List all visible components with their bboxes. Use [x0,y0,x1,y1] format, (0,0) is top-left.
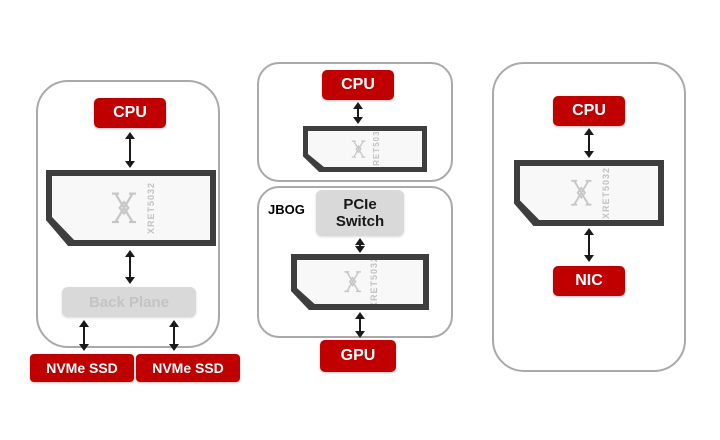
jbog-label: JBOG [268,202,305,217]
nvme-ssd-badge-2: NVMe SSD [136,354,240,382]
xret-logo-icon [571,180,592,206]
retimer-model-label: XRET5032 [145,181,156,235]
retimer-card-face: XRET5032 [52,176,210,240]
gpu-badge: GPU [320,340,396,372]
retimer-model-label: XRET5032 [372,125,382,173]
cpu-badge-right: CPU [553,96,625,126]
nvme-ssd-badge-1: NVMe SSD [30,354,134,382]
retimer-card-face: XRET5032 [308,131,422,167]
arrow-cpu-retimer-left [124,132,136,168]
pcie-switch-box: PCIe Switch [316,190,404,236]
retimer-card-face: XRET5032 [297,260,423,304]
retimer-card-middle-bottom: XRET5032 [291,254,429,310]
arrow-retimer-nic [583,228,595,262]
arrow-switch-retimer [354,238,366,253]
retimer-model-label: XRET5032 [369,255,380,309]
cpu-badge-left: CPU [94,98,166,128]
arrow-backplane-ssd1 [78,320,90,351]
retimer-card-face: XRET5032 [520,166,658,220]
backplane-box: Back Plane [62,287,196,317]
retimer-card-middle-top: XRET5032 [303,126,427,172]
retimer-card-right: XRET5032 [514,160,664,226]
xret-logo-icon [351,140,366,158]
cpu-badge-middle: CPU [322,70,394,100]
arrow-cpu-retimer-right [583,128,595,158]
arrow-retimer-gpu [354,312,366,338]
retimer-card-left: XRET5032 [46,170,216,246]
arrow-retimer-backplane [124,250,136,284]
xret-logo-icon [111,192,136,224]
retimer-model-label: XRET5032 [600,166,611,220]
arrow-cpu-retimer-middle [352,102,364,124]
xret-logo-icon [344,271,361,293]
nic-badge: NIC [553,266,625,296]
arrow-backplane-ssd2 [168,320,180,351]
